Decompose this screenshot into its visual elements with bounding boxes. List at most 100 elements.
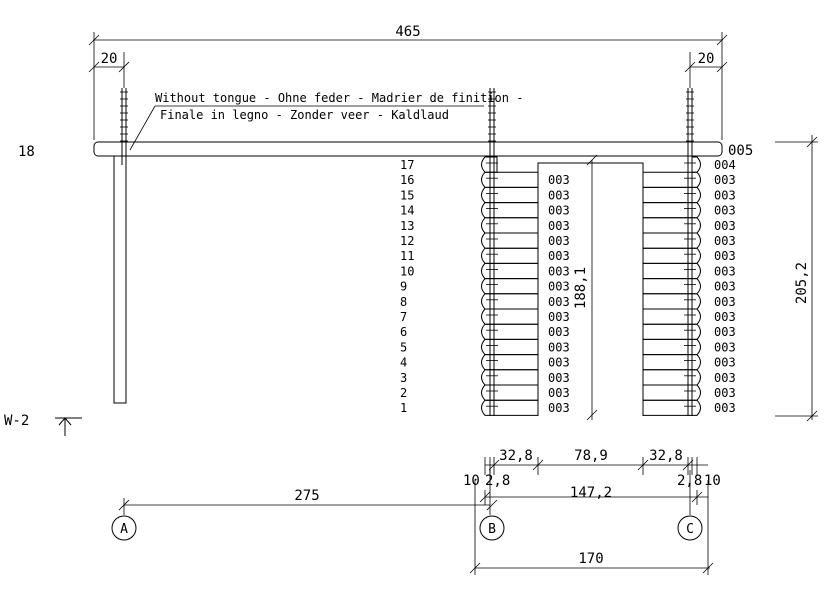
middle-log-code: 003 <box>548 401 570 415</box>
course-number: 11 <box>400 249 414 263</box>
svg-text:C: C <box>686 522 694 537</box>
dim-row1-right: 32,8 <box>649 448 683 464</box>
course-number: 14 <box>400 204 414 218</box>
middle-log-code: 003 <box>548 310 570 324</box>
right-log-code: 003 <box>714 204 736 218</box>
total-height-dimension: 205,2 <box>775 135 818 422</box>
middle-log-top <box>481 156 498 173</box>
middle-log-code: 003 <box>548 219 570 233</box>
top-log-code: 005 <box>728 143 753 159</box>
finishing-note: Without tongue - Ohne feder - Madrier de… <box>129 91 523 151</box>
section-marker: W-2 <box>4 413 82 436</box>
course-number: 7 <box>400 310 407 324</box>
right-log-codes: 0040030030030030030030030030030030030030… <box>714 158 736 415</box>
left-end-post <box>113 155 127 404</box>
note-line-2: Finale in legno - Zonder veer - Kaldlaud <box>160 108 449 122</box>
right-log-code: 003 <box>714 325 736 339</box>
right-log-code: 003 <box>714 310 736 324</box>
right-log-code: 003 <box>714 219 736 233</box>
right-log-code: 003 <box>714 249 736 263</box>
course-number: 1 <box>400 401 407 415</box>
course-number: 5 <box>400 340 407 354</box>
course-number: 4 <box>400 356 407 370</box>
course-number: 17 <box>400 158 414 172</box>
right-log-code: 003 <box>714 264 736 278</box>
right-log-code: 003 <box>714 356 736 370</box>
middle-log-code: 003 <box>548 249 570 263</box>
bottom-dimension-row-1: 32,8 78,9 32,8 <box>484 448 708 475</box>
right-offset-dimension: 20 <box>684 51 728 88</box>
middle-log-stack <box>481 156 539 416</box>
right-log-code: 003 <box>714 173 736 187</box>
middle-log-code: 003 <box>548 340 570 354</box>
opening-height-label: 188,1 <box>573 267 589 309</box>
axis-span-bc-label: 170 <box>578 551 603 567</box>
dim-row2-middle: 147,2 <box>570 485 612 501</box>
section-marker-label: W-2 <box>4 413 29 429</box>
course-number: 6 <box>400 325 407 339</box>
right-log-code: 003 <box>714 188 736 202</box>
right-offset-label: 20 <box>698 51 715 67</box>
right-log-code: 003 <box>714 280 736 294</box>
course-number: 8 <box>400 295 407 309</box>
axis-marker-a: A <box>111 515 137 541</box>
course-number: 12 <box>400 234 414 248</box>
middle-log-code: 003 <box>548 234 570 248</box>
course-number: 15 <box>400 188 414 202</box>
dim-row2-outer-left: 10 <box>463 473 480 489</box>
right-log-code: 003 <box>714 234 736 248</box>
axis-dimension-ab: 275 <box>118 488 498 515</box>
right-log-stack <box>642 156 701 416</box>
middle-log-code: 003 <box>548 325 570 339</box>
svg-text:A: A <box>120 522 128 537</box>
right-log-code: 003 <box>714 340 736 354</box>
right-log <box>691 156 701 173</box>
middle-log-code: 003 <box>548 356 570 370</box>
right-log-code: 003 <box>714 386 736 400</box>
middle-log <box>481 399 539 416</box>
axis-span-ab-label: 275 <box>294 488 319 504</box>
middle-log-code: 003 <box>548 264 570 278</box>
axis-dimension-bc: 170 <box>469 480 714 575</box>
course-number: 13 <box>400 219 414 233</box>
course-number: 2 <box>400 386 407 400</box>
dim-row2-outer-right: 10 <box>704 473 721 489</box>
right-log <box>642 399 701 416</box>
dim-row1-middle: 78,9 <box>574 448 608 464</box>
note-line-1: Without tongue - Ohne feder - Madrier de… <box>155 91 523 105</box>
overall-dimension: 465 <box>88 24 728 140</box>
course-number: 3 <box>400 371 407 385</box>
course-number: 9 <box>400 280 407 294</box>
middle-log-code: 003 <box>548 204 570 218</box>
overall-width-label: 465 <box>395 24 420 40</box>
dim-row2-inner-left: 2,8 <box>485 473 510 489</box>
left-offset-dimension: 20 <box>88 51 130 88</box>
axis-marker-b: B <box>479 470 505 541</box>
middle-log-code: 003 <box>548 280 570 294</box>
middle-log-code: 003 <box>548 173 570 187</box>
threaded-rods <box>120 88 696 416</box>
right-log-code: 004 <box>714 158 736 172</box>
top-finishing-log: 005 <box>93 141 753 159</box>
right-log-code: 003 <box>714 401 736 415</box>
bottom-dimension-row-2: 10 2,8 147,2 2,8 10 <box>463 473 721 505</box>
dim-row1-left: 32,8 <box>499 448 533 464</box>
middle-log-codes: 0030030030030030030030030030030030030030… <box>548 173 570 415</box>
course-number: 16 <box>400 173 414 187</box>
course-number: 10 <box>400 264 414 278</box>
total-height-label: 205,2 <box>794 262 810 304</box>
left-offset-label: 20 <box>101 51 118 67</box>
svg-text:B: B <box>488 522 496 537</box>
middle-log-code: 003 <box>548 295 570 309</box>
door-opening: 188,1 <box>537 154 644 421</box>
axis-marker-c: C <box>677 470 703 541</box>
left-height-label: 18 <box>18 144 35 160</box>
right-log-code: 003 <box>714 371 736 385</box>
middle-log-code: 003 <box>548 386 570 400</box>
right-log-code: 003 <box>714 295 736 309</box>
middle-log-code: 003 <box>548 188 570 202</box>
middle-log-code: 003 <box>548 371 570 385</box>
